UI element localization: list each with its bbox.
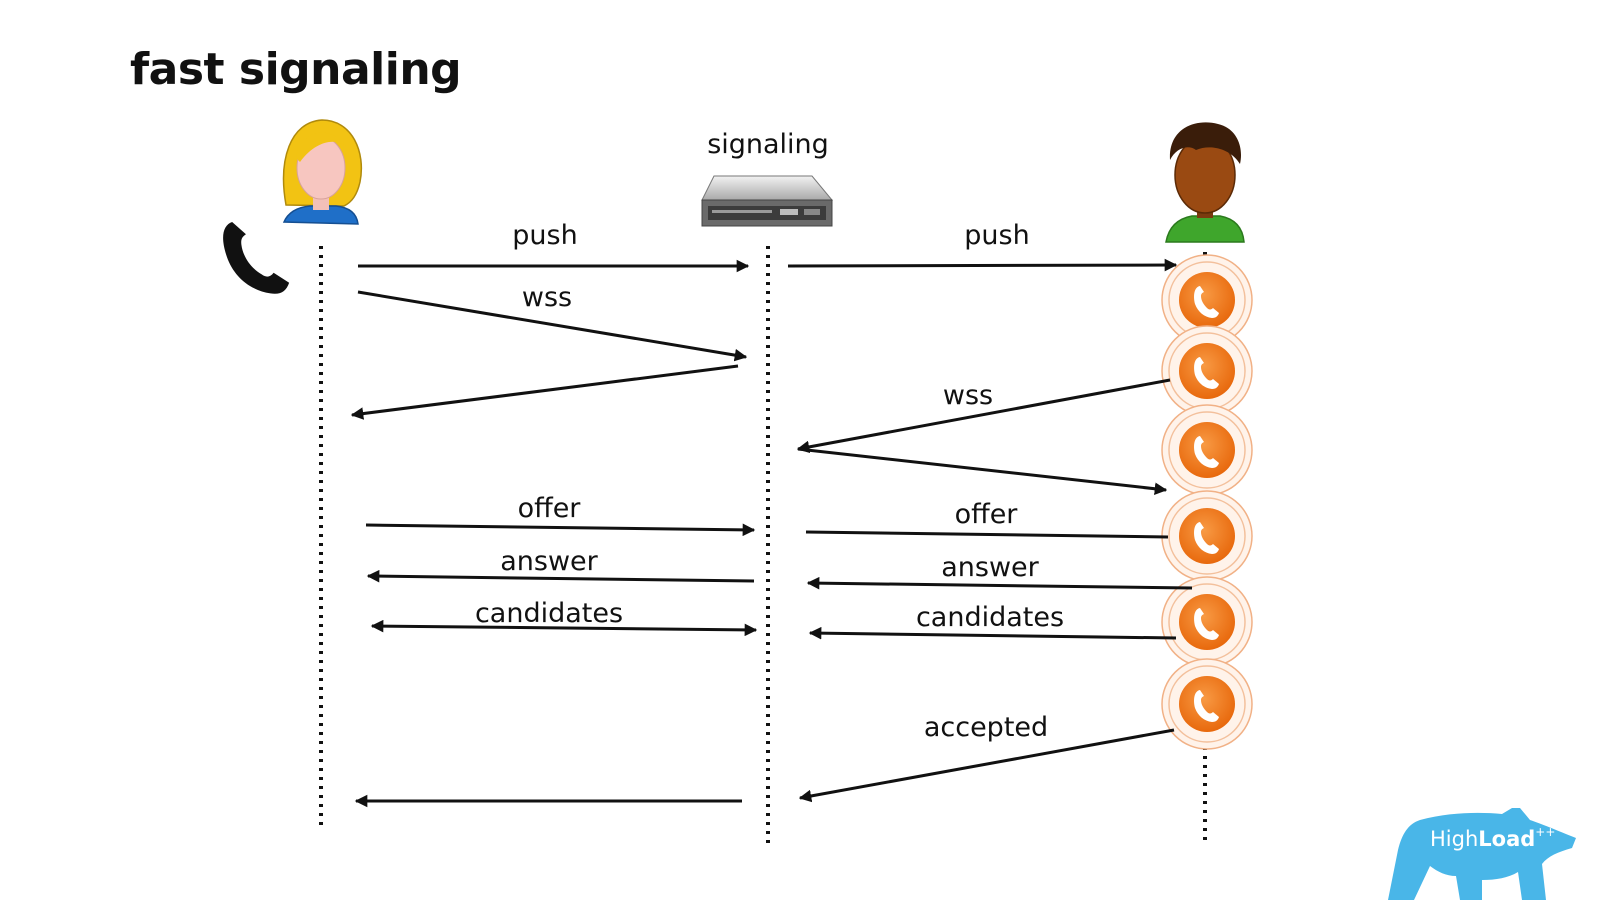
logo-superscript: ++	[1535, 825, 1555, 839]
incoming-call-icon	[1161, 404, 1253, 496]
incoming-call-icon	[1161, 576, 1253, 668]
arrow-offer-right	[805, 530, 1169, 539]
callee-avatar	[1165, 122, 1245, 243]
incoming-call-icon	[1161, 658, 1253, 750]
label-wss-left: wss	[522, 282, 572, 313]
arrow-accepted-right	[798, 728, 1175, 803]
server-icon	[701, 175, 834, 227]
arrow-candidates-left	[370, 619, 758, 637]
label-answer-right: answer	[941, 552, 1039, 583]
label-offer-left: offer	[518, 493, 582, 524]
label-candidates-left: candidates	[475, 598, 623, 629]
arrow-wss-left-back	[350, 364, 739, 420]
arrow-wss-left-out	[357, 290, 748, 362]
arrow-answer-right	[806, 576, 1193, 590]
arrow-offer-left	[365, 523, 756, 537]
arrow-push-right	[787, 258, 1178, 272]
arrow-answer-left	[366, 569, 755, 583]
arrow-candidates-right	[808, 626, 1177, 640]
svg-text:HighLoad++: HighLoad++	[1430, 825, 1555, 851]
label-push-left: push	[512, 220, 577, 251]
caller-avatar	[282, 119, 362, 225]
slide-title: fast signaling	[130, 44, 462, 95]
incoming-call-icon	[1161, 254, 1253, 346]
label-answer-left: answer	[500, 546, 598, 577]
logo-text-bold: Load	[1478, 827, 1535, 851]
highload-bear-logo: HighLoad++	[1388, 808, 1576, 900]
label-push-right: push	[964, 220, 1029, 251]
arrow-wss-right-back	[797, 447, 1168, 496]
arrow-wss-right-in	[796, 378, 1171, 454]
label-wss-right: wss	[943, 380, 993, 411]
logo-text-light: High	[1430, 827, 1478, 851]
incoming-call-icon	[1161, 325, 1253, 417]
label-offer-right: offer	[955, 499, 1019, 530]
label-candidates-right: candidates	[916, 602, 1064, 633]
label-accepted-right: accepted	[924, 712, 1048, 743]
incoming-call-icons	[1161, 254, 1253, 750]
server-label: signaling	[707, 129, 829, 160]
phone-handset-icon	[223, 222, 290, 294]
incoming-call-icon	[1161, 490, 1253, 582]
